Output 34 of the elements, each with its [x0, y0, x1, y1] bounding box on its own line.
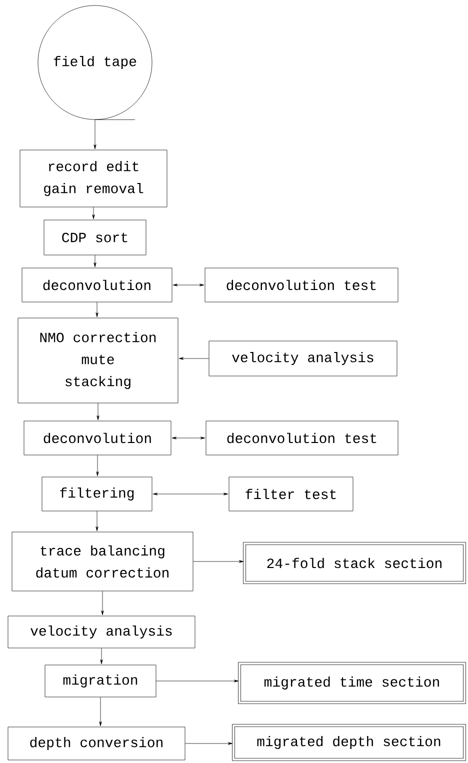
- output-box: 24-fold stack section: [243, 542, 466, 584]
- process-box: deconvolution: [24, 420, 172, 456]
- arrow: [172, 284, 204, 286]
- arrow: [101, 591, 104, 616]
- arrow: [94, 120, 96, 150]
- process-box: velocity analysis: [208, 340, 398, 376]
- arrow: [156, 680, 239, 682]
- output-box: migrated time section: [238, 662, 466, 704]
- arrow: [185, 742, 233, 745]
- process-box: filtering: [42, 476, 152, 512]
- process-box: CDP sort: [44, 220, 146, 256]
- arrow: [96, 455, 99, 476]
- process-box: filter test: [228, 476, 354, 512]
- arrow: [100, 648, 103, 664]
- arrow: [94, 255, 96, 268]
- arrow: [152, 492, 228, 496]
- process-box: deconvolution test: [206, 420, 398, 456]
- arrow: [178, 357, 209, 360]
- process-box: trace balancing datum correction: [12, 532, 194, 592]
- arrow: [172, 436, 206, 440]
- process-box: migration: [44, 664, 156, 698]
- arrow: [99, 697, 102, 726]
- process-box: deconvolution: [22, 268, 172, 302]
- arrow: [96, 511, 98, 532]
- process-box: velocity analysis: [8, 616, 196, 648]
- process-box: record edit gain removal: [20, 150, 168, 208]
- process-box: deconvolution test: [204, 268, 398, 302]
- output-box: migrated depth section: [232, 724, 466, 761]
- process-box: depth conversion: [8, 726, 186, 760]
- arrow: [96, 403, 100, 420]
- arrow: [96, 302, 98, 318]
- arrow: [193, 560, 244, 563]
- process-box: NMO correction mute stacking: [18, 318, 178, 404]
- arrow: [92, 207, 95, 220]
